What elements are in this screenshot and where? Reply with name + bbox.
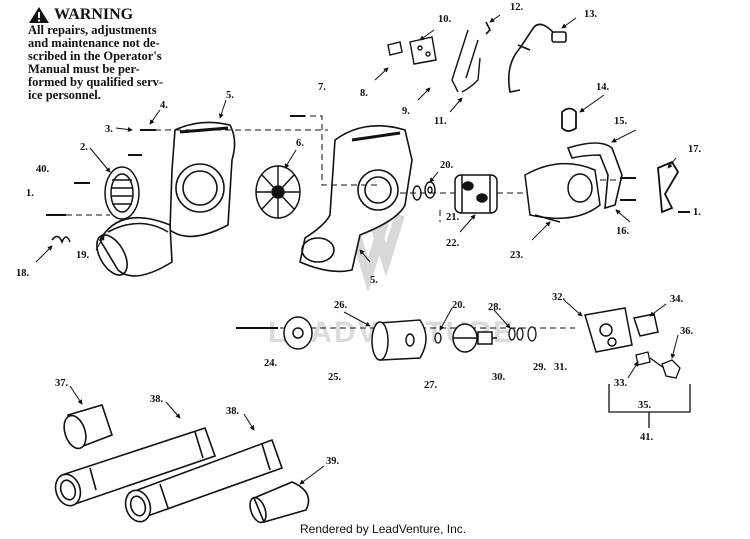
- cord-plate: [409, 36, 437, 65]
- callout-label: 1.: [26, 188, 34, 199]
- callout-label: 34.: [670, 294, 684, 305]
- callout-label: 28.: [488, 302, 502, 313]
- motor-housing: [524, 162, 601, 223]
- callout-label: 40.: [36, 164, 50, 175]
- callout-label: 26.: [334, 300, 348, 311]
- fan-cover: [104, 166, 140, 220]
- callout-label: 4.: [160, 100, 168, 111]
- warning-box: WARNING All repairs, adjustments and mai…: [28, 6, 218, 102]
- armature: [452, 323, 497, 353]
- callout-label: 18.: [16, 268, 30, 279]
- warning-line: Manual must be per-: [28, 62, 140, 76]
- callout-label: 21.: [446, 212, 460, 223]
- warning-line: All repairs, adjustments: [28, 23, 157, 37]
- callout-label: 1.: [693, 207, 701, 218]
- fan-impeller: [255, 165, 301, 219]
- callout-label: 22.: [446, 238, 460, 249]
- callout-label: 38.: [226, 406, 240, 417]
- callout-label: 38.: [150, 394, 164, 405]
- concentrator-nozzle: [249, 481, 310, 524]
- callout-label: 20.: [452, 300, 466, 311]
- cord-set: [451, 29, 481, 93]
- callout-label: 17.: [688, 144, 702, 155]
- warning-line: ice personnel.: [28, 88, 101, 102]
- callout-label: 33.: [614, 378, 628, 389]
- spring-clip: [51, 235, 71, 245]
- hanger-clip: [561, 107, 577, 132]
- warning-line: formed by qualified serv-: [28, 75, 164, 89]
- motor-assembly: [454, 174, 498, 214]
- washer-set-lower: [434, 326, 537, 344]
- callout-label: 31.: [554, 362, 568, 373]
- callout-label: 37.: [55, 378, 69, 389]
- callout-label: 41.: [640, 432, 654, 443]
- warning-title: WARNING: [54, 6, 134, 23]
- callout-label: 39.: [326, 456, 340, 467]
- callout-label: 15.: [614, 116, 628, 127]
- callout-label: 7.: [318, 82, 326, 93]
- connector-part: [485, 21, 491, 35]
- callout-label: 35.: [638, 400, 652, 411]
- field-housing: [371, 319, 427, 361]
- callout-label: 8.: [360, 88, 368, 99]
- callout-label: 12.: [510, 2, 524, 13]
- callout-label: 27.: [424, 380, 438, 391]
- washer-set-upper: [412, 181, 436, 201]
- callout-label: 3.: [105, 124, 113, 135]
- callout-label: 11.: [434, 116, 447, 127]
- footer-credit: Rendered by LeadVenture, Inc.: [300, 522, 467, 536]
- power-cord: [507, 23, 567, 93]
- switch-housing: [584, 307, 633, 353]
- callout-label: 5.: [226, 90, 234, 101]
- warning-header: WARNING: [28, 6, 218, 24]
- blower-housing-right: [299, 124, 413, 273]
- callout-label: 9.: [402, 106, 410, 117]
- handle: [566, 142, 623, 210]
- warning-triangle-icon: [29, 7, 49, 23]
- callout-label: 10.: [438, 14, 452, 25]
- callout-label: 32.: [552, 292, 566, 303]
- callout-label: 23.: [510, 250, 524, 261]
- extension-tube-2: [124, 438, 284, 523]
- assembly-lines: [66, 115, 620, 329]
- switch-cover: [633, 313, 659, 337]
- callouts: 1. 1. 2. 3. 4. 5. 5. 6. 7. 8. 9. 10. 11.…: [16, 2, 702, 467]
- callout-label: 5.: [370, 275, 378, 286]
- tube-coupler: [63, 404, 114, 450]
- callout-label: 29.: [533, 362, 547, 373]
- warning-line: scribed in the Operator's: [28, 49, 162, 63]
- warning-line: and maintenance not de-: [28, 36, 160, 50]
- callout-label: 6.: [296, 138, 304, 149]
- callout-label: 14.: [596, 82, 610, 93]
- nozzle-tip: [657, 160, 680, 214]
- switch-internals: [635, 351, 681, 379]
- callout-label: 25.: [328, 372, 342, 383]
- callout-label: 2.: [80, 142, 88, 153]
- callout-label: 13.: [584, 9, 598, 20]
- end-bell: [283, 316, 313, 350]
- callout-label: 16.: [616, 226, 630, 237]
- callout-label: 30.: [492, 372, 506, 383]
- leader-arrows: [35, 14, 679, 485]
- blower-housing-left: [96, 121, 236, 277]
- callout-label: 36.: [680, 326, 694, 337]
- callout-label: 24.: [264, 358, 278, 369]
- callout-label: 20.: [440, 160, 454, 171]
- switch-part: [387, 41, 403, 56]
- callout-label: 19.: [76, 250, 90, 261]
- extension-tube-1: [54, 426, 217, 507]
